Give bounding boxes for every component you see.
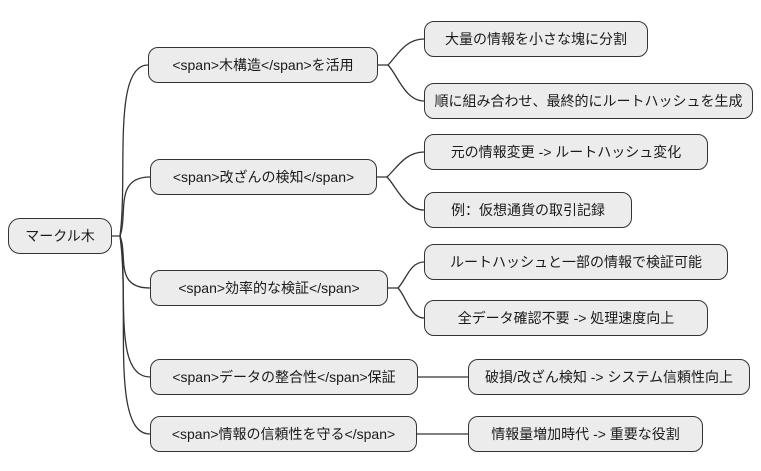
root-node-merkle-tree: マークル木 (8, 218, 112, 254)
branch-node-information-trust: <span>情報の信頼性を守る</span> (150, 416, 417, 452)
leaf-node-important-role: 情報量増加時代 -> 重要な役割 (468, 416, 703, 452)
leaf-node-combine-to-root-hash: 順に組み合わせ、最終的にルートハッシュを生成 (424, 83, 753, 119)
branch-node-tree-structure: <span>木構造</span>を活用 (148, 47, 378, 83)
edge-branch1-child1 (387, 38, 425, 66)
edge-branch3-child1 (397, 261, 425, 289)
branch-node-efficient-verification: <span>効率的な検証</span> (150, 270, 388, 306)
edge-root-branch2 (119, 176, 151, 237)
leaf-node-root-hash-changes: 元の情報変更 -> ルートハッシュ変化 (424, 134, 708, 170)
edge-branch1-child2 (387, 64, 425, 102)
branch-node-tamper-detection: <span>改ざんの検知</span> (150, 159, 377, 195)
edge-root-branch3 (119, 235, 151, 289)
edge-root-branch4 (119, 235, 151, 378)
leaf-node-faster-processing: 全データ確認不要 -> 処理速度向上 (424, 300, 708, 336)
edge-branch3-child2 (397, 287, 425, 319)
edge-branch2-child1 (386, 151, 425, 178)
branch-node-data-integrity: <span>データの整合性</span>保証 (150, 359, 418, 395)
leaf-node-system-reliability: 破損/改ざん検知 -> システム信頼性向上 (468, 359, 750, 395)
leaf-node-verify-with-partial-info: ルートハッシュと一部の情報で検証可能 (424, 244, 728, 280)
leaf-node-crypto-transaction-example: 例：仮想通貨の取引記録 (424, 192, 632, 228)
edge-root-branch5 (119, 235, 151, 435)
leaf-node-split-into-chunks: 大量の情報を小さな塊に分割 (424, 21, 648, 57)
edge-branch2-child2 (386, 176, 425, 211)
edge-root-branch1 (119, 64, 149, 237)
